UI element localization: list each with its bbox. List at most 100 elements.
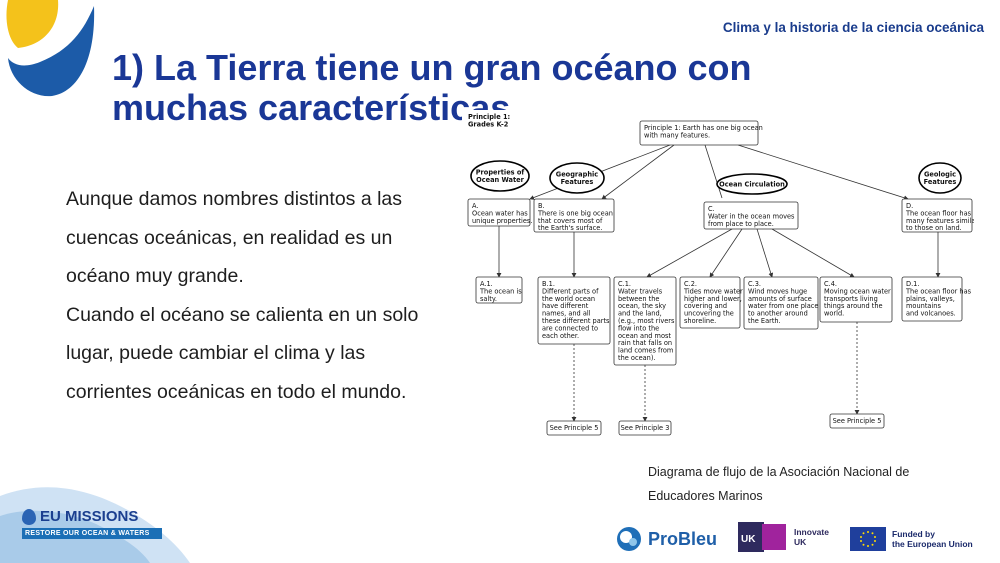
diagram-text: unique properties. xyxy=(472,217,532,225)
diagram-text: C.4. xyxy=(824,280,837,288)
eu-missions-logo: EU MISSIONS RESTORE OUR OCEAN & WATERS xyxy=(0,486,190,563)
diagram-text: the ocean). xyxy=(618,354,656,362)
category-circulation: Ocean Circulation xyxy=(716,173,788,195)
diagram-text: amounts of surface xyxy=(748,295,812,303)
caption-line-1: Diagrama de flujo de la Asociación Nacio… xyxy=(648,465,910,479)
diagram-text: Wind moves huge xyxy=(748,287,807,295)
diagram-text: things around the xyxy=(824,302,883,310)
eu-funded-logo: Funded by the European Union xyxy=(850,527,973,551)
funded-line-2: the European Union xyxy=(892,539,973,549)
diagram-text: shoreline. xyxy=(684,317,716,325)
diagram-text: land comes from xyxy=(618,347,673,355)
diagram-connector xyxy=(771,228,855,278)
diagram-text: the Earth's surface. xyxy=(538,224,602,232)
see-principle-3: See Principle 3 xyxy=(618,420,672,436)
diagram-text: the Earth. xyxy=(748,317,781,325)
diagram-text: between the xyxy=(618,295,659,303)
diagram-text: Features xyxy=(561,178,594,186)
caption-line-2: Educadores Marinos xyxy=(648,489,763,503)
svg-text:UK: UK xyxy=(741,534,756,545)
diagram-text: Moving ocean water xyxy=(824,287,891,295)
diagram-text: Ocean Water xyxy=(476,176,525,184)
page-title: 1) La Tierra tiene un gran océano con mu… xyxy=(112,48,872,128)
diagram-text: flow into the xyxy=(618,324,659,332)
diagram-text: Water travels xyxy=(618,287,663,295)
diagram-text: and the land, xyxy=(618,310,662,318)
diagram-connector xyxy=(704,144,723,199)
diagram-text: C.2. xyxy=(684,280,697,288)
diagram-text: (e.g., most rivers xyxy=(618,317,675,325)
diagram-text: A.1. xyxy=(480,280,493,288)
diagram-text: There is one big ocean xyxy=(537,209,613,217)
diagram-text: B. xyxy=(538,202,545,210)
title-line-1: 1) La Tierra tiene un gran océano con xyxy=(112,47,752,88)
diagram-text: Properties of xyxy=(476,169,525,177)
diagram-connector xyxy=(737,144,909,201)
diagram-connector xyxy=(709,228,743,278)
diagram-text: Geographic xyxy=(556,171,599,179)
innovate-text: Innovate UK xyxy=(794,527,829,547)
diagram-text: from place to place. xyxy=(708,220,774,228)
body-paragraph-1: Aunque damos nombres distintos a las cue… xyxy=(66,188,403,287)
diagram-text: The ocean is xyxy=(479,287,522,295)
innovate-uk-logo: UK Innovate UK xyxy=(738,522,829,552)
diagram-text: C.3. xyxy=(748,280,761,288)
diagram-text: water from one place xyxy=(748,302,818,310)
diagram-text: See Principle 3 xyxy=(621,424,670,432)
diagram-text: are connected to xyxy=(542,324,598,332)
innovate-line-2: UK xyxy=(794,537,807,547)
ukri-icon: UK xyxy=(738,522,786,552)
principle-label: Principle 1:Grades K-2 xyxy=(468,113,510,128)
diagram-text: covering and xyxy=(684,302,727,310)
diagram-text: uncovering the xyxy=(684,310,734,318)
body-text: Aunque damos nombres distintos a las cue… xyxy=(66,180,426,411)
probleu-text: ProBleu xyxy=(648,528,718,549)
diagram-text: transports living xyxy=(824,295,878,303)
funded-text: Funded by the European Union xyxy=(892,529,973,549)
diagram-text: Geologic xyxy=(924,171,956,179)
header-tag: Clima y la historia de la ciencia oceáni… xyxy=(722,20,984,35)
diagram-text: Tides move water xyxy=(683,287,743,295)
probleu-icon xyxy=(617,527,641,551)
diagram-text: rain that falls on xyxy=(618,339,672,347)
logo-icon xyxy=(6,0,95,97)
diagram-text: higher and lower, xyxy=(684,295,742,303)
diagram-text: salty. xyxy=(480,295,497,303)
diagram-text: B.1. xyxy=(542,280,555,288)
see-principle-5-b: See Principle 5 xyxy=(829,413,885,429)
body-paragraph-2: Cuando el océano se calienta en un solo … xyxy=(66,303,419,403)
diagram-connector xyxy=(646,228,733,278)
diagram-text: Ocean water has xyxy=(472,209,528,217)
diagram-text: names, and all xyxy=(542,310,591,318)
diagram-text: Principle 1: Earth has one big ocean xyxy=(644,124,763,132)
eu-missions-title: EU MISSIONS xyxy=(40,508,139,525)
diagram-text: world. xyxy=(824,310,844,318)
diagram-text: mountains xyxy=(906,302,941,310)
eu-missions-subtitle: RESTORE OUR OCEAN & WATERS xyxy=(22,528,162,539)
diagram-text: Grades K-2 xyxy=(468,120,509,128)
diagram-text: and volcanoes. xyxy=(906,310,956,318)
diagram-text: to those on land. xyxy=(906,224,962,232)
diagram-text: See Principle 5 xyxy=(833,417,882,425)
diagram-text: Ocean Circulation xyxy=(719,180,785,188)
funded-line-1: Funded by xyxy=(892,529,935,539)
see-principle-5-a: See Principle 5 xyxy=(546,420,602,436)
diagram-text: plains, valleys, xyxy=(906,295,955,303)
drop-icon xyxy=(22,508,36,525)
diagram-text: D.1. xyxy=(906,280,919,288)
